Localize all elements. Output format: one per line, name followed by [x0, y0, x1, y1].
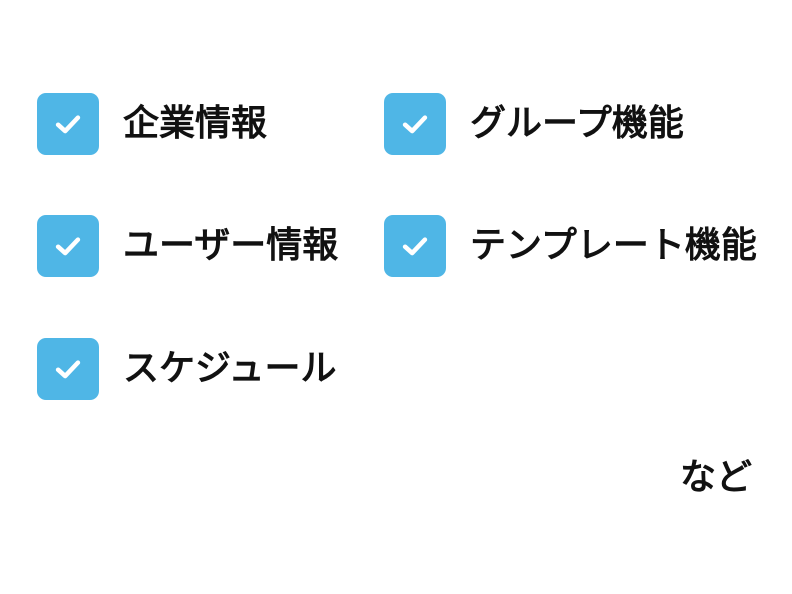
check-icon [402, 237, 428, 256]
check-icon [402, 115, 428, 134]
checkbox-template-function[interactable] [384, 215, 446, 277]
feature-label: 企業情報 [123, 103, 268, 144]
check-icon [55, 115, 81, 134]
checkbox-schedule[interactable] [37, 338, 99, 400]
feature-item-group-function: グループ機能 [384, 92, 684, 156]
check-icon [55, 360, 81, 379]
feature-item-user-info: ユーザー情報 [37, 214, 338, 278]
checkbox-user-info[interactable] [37, 215, 99, 277]
footer-etc-text: など [679, 457, 752, 498]
checkbox-group-function[interactable] [384, 93, 446, 155]
feature-item-schedule: スケジュール [37, 337, 336, 401]
feature-label: テンプレート機能 [470, 225, 757, 266]
feature-label: グループ機能 [470, 103, 684, 144]
feature-item-template-function: テンプレート機能 [384, 214, 757, 278]
feature-label: ユーザー情報 [123, 225, 339, 266]
check-icon [55, 237, 81, 256]
feature-item-company-info: 企業情報 [37, 92, 267, 156]
feature-label: スケジュール [123, 348, 337, 389]
checkbox-company-info[interactable] [37, 93, 99, 155]
